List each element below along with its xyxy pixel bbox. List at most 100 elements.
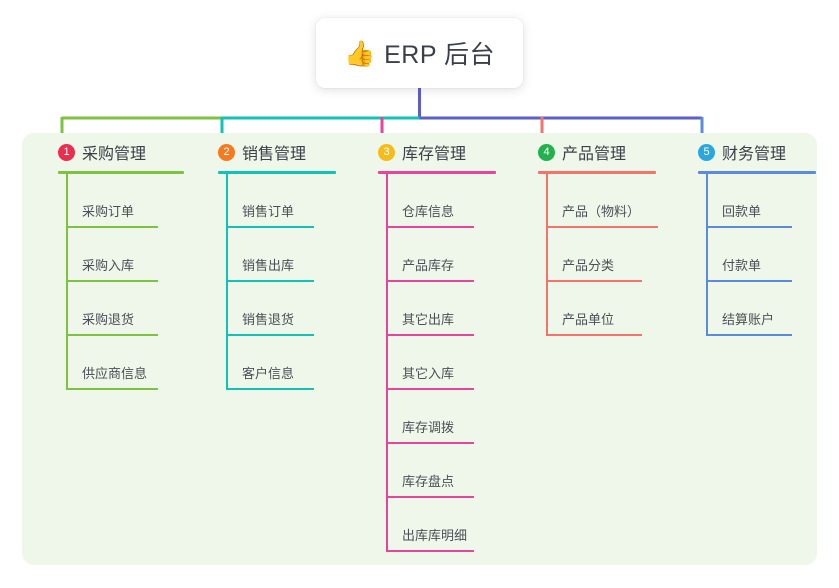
- leaf-item[interactable]: 其它出库: [386, 282, 520, 336]
- branch-number-badge: 2: [218, 143, 235, 161]
- leaf-item[interactable]: 产品库存: [386, 228, 520, 282]
- leaf-item-label: 库存盘点: [402, 474, 455, 489]
- branch-leaf-list: 销售订单销售出库销售退货客户信息: [226, 174, 360, 390]
- branch-underline: [378, 171, 496, 174]
- branch-underline: [218, 171, 336, 174]
- leaf-item-label: 销售退货: [242, 312, 295, 327]
- leaf-item[interactable]: 销售出库: [226, 228, 360, 282]
- leaf-item[interactable]: 回款单: [706, 174, 839, 228]
- branch-spine: [66, 174, 68, 390]
- leaf-item-underline: [386, 496, 474, 498]
- branch-spine: [706, 174, 708, 336]
- leaf-item-label: 供应商信息: [82, 366, 148, 381]
- leaf-item-label: 客户信息: [242, 366, 295, 381]
- leaf-item-underline: [66, 280, 158, 282]
- root-node-erp-backend[interactable]: 👍 ERP 后台: [316, 18, 523, 88]
- branch-column-1: 1 采购管理采购订单采购入库采购退货供应商信息: [40, 133, 200, 390]
- leaf-item-label: 采购退货: [82, 312, 135, 327]
- leaf-item-underline: [226, 226, 314, 228]
- leaf-item-underline: [386, 226, 474, 228]
- thumbs-up-icon: 👍: [343, 38, 376, 68]
- branch-number-badge: 5: [698, 143, 715, 161]
- leaf-item[interactable]: 供应商信息: [66, 336, 200, 390]
- leaf-item-label: 产品单位: [562, 312, 615, 327]
- branch-leaf-list: 回款单付款单结算账户: [706, 174, 839, 336]
- leaf-item-label: 销售出库: [242, 258, 295, 273]
- leaf-item-underline: [226, 334, 314, 336]
- leaf-item[interactable]: 销售退货: [226, 282, 360, 336]
- branch-columns: 1 采购管理采购订单采购入库采购退货供应商信息 2 销售管理销售订单销售出库销售退货客…: [22, 133, 817, 565]
- leaf-item[interactable]: 其它入库: [386, 336, 520, 390]
- leaf-item[interactable]: 仓库信息: [386, 174, 520, 228]
- branch-title: 销售管理: [242, 146, 307, 163]
- branch-leaf-list: 采购订单采购入库采购退货供应商信息: [66, 174, 200, 390]
- leaf-item-underline: [546, 280, 642, 282]
- leaf-item-underline: [706, 226, 792, 228]
- leaf-item-label: 结算账户: [722, 312, 775, 327]
- branch-underline: [538, 171, 656, 174]
- leaf-item-underline: [546, 226, 658, 228]
- branch-number-badge: 1: [58, 143, 75, 161]
- branch-column-3: 3 库存管理仓库信息产品库存其它出库其它入库库存调拨库存盘点出库库明细: [360, 133, 520, 552]
- leaf-item[interactable]: 采购退货: [66, 282, 200, 336]
- branch-spine: [546, 174, 548, 336]
- branch-header-2[interactable]: 2 销售管理: [200, 133, 360, 171]
- leaf-item[interactable]: 结算账户: [706, 282, 839, 336]
- branch-header-3[interactable]: 3 库存管理: [360, 133, 520, 171]
- branch-title: 采购管理: [82, 146, 147, 163]
- leaf-item-label: 其它出库: [402, 312, 455, 327]
- branch-title: 库存管理: [402, 146, 467, 163]
- leaf-item-label: 库存调拨: [402, 420, 455, 435]
- branch-title: 产品管理: [562, 146, 627, 163]
- leaf-item[interactable]: 采购入库: [66, 228, 200, 282]
- leaf-item-label: 仓库信息: [402, 204, 455, 219]
- branch-header-5[interactable]: 5 财务管理: [680, 133, 839, 171]
- leaf-item[interactable]: 库存盘点: [386, 444, 520, 498]
- branch-spine: [386, 174, 388, 552]
- leaf-item[interactable]: 库存调拨: [386, 390, 520, 444]
- branch-title: 财务管理: [722, 146, 787, 163]
- leaf-item-underline: [706, 334, 792, 336]
- leaf-item-underline: [386, 280, 474, 282]
- leaf-item-underline: [66, 226, 158, 228]
- leaf-item[interactable]: 付款单: [706, 228, 839, 282]
- leaf-item[interactable]: 出库库明细: [386, 498, 520, 552]
- leaf-item-underline: [706, 280, 792, 282]
- branch-leaf-list: 仓库信息产品库存其它出库其它入库库存调拨库存盘点出库库明细: [386, 174, 520, 552]
- branch-leaf-list: 产品（物料） 产品分类产品单位: [546, 174, 680, 336]
- leaf-item-label: 产品（物料）: [562, 204, 641, 219]
- branch-underline: [698, 171, 816, 174]
- leaf-item[interactable]: 产品分类: [546, 228, 680, 282]
- leaf-item-underline: [386, 442, 474, 444]
- leaf-item-label: 回款单: [722, 204, 762, 219]
- leaf-item-underline: [386, 388, 474, 390]
- leaf-item-underline: [66, 334, 158, 336]
- leaf-item-label: 其它入库: [402, 366, 455, 381]
- branch-column-2: 2 销售管理销售订单销售出库销售退货客户信息: [200, 133, 360, 390]
- leaf-item-label: 采购入库: [82, 258, 135, 273]
- leaf-item-underline: [546, 334, 642, 336]
- leaf-item-label: 销售订单: [242, 204, 295, 219]
- leaf-item-label: 采购订单: [82, 204, 135, 219]
- leaf-item-label: 产品库存: [402, 258, 455, 273]
- leaf-item-label: 付款单: [722, 258, 762, 273]
- leaf-item[interactable]: 产品单位: [546, 282, 680, 336]
- leaf-item[interactable]: 采购订单: [66, 174, 200, 228]
- branch-number-badge: 3: [378, 143, 395, 161]
- leaf-item-underline: [386, 334, 474, 336]
- branch-column-5: 5 财务管理回款单付款单结算账户: [680, 133, 839, 336]
- leaf-item-underline: [226, 388, 314, 390]
- branch-underline: [58, 171, 184, 174]
- leaf-item-label: 出库库明细: [402, 528, 468, 543]
- leaf-item-underline: [386, 550, 474, 552]
- root-node-title: ERP 后台: [384, 41, 496, 69]
- leaf-item[interactable]: 客户信息: [226, 336, 360, 390]
- leaf-item[interactable]: 产品（物料）: [546, 174, 680, 228]
- leaf-item[interactable]: 销售订单: [226, 174, 360, 228]
- branches-panel: [22, 133, 817, 565]
- branch-header-1[interactable]: 1 采购管理: [40, 133, 200, 171]
- branch-spine: [226, 174, 228, 390]
